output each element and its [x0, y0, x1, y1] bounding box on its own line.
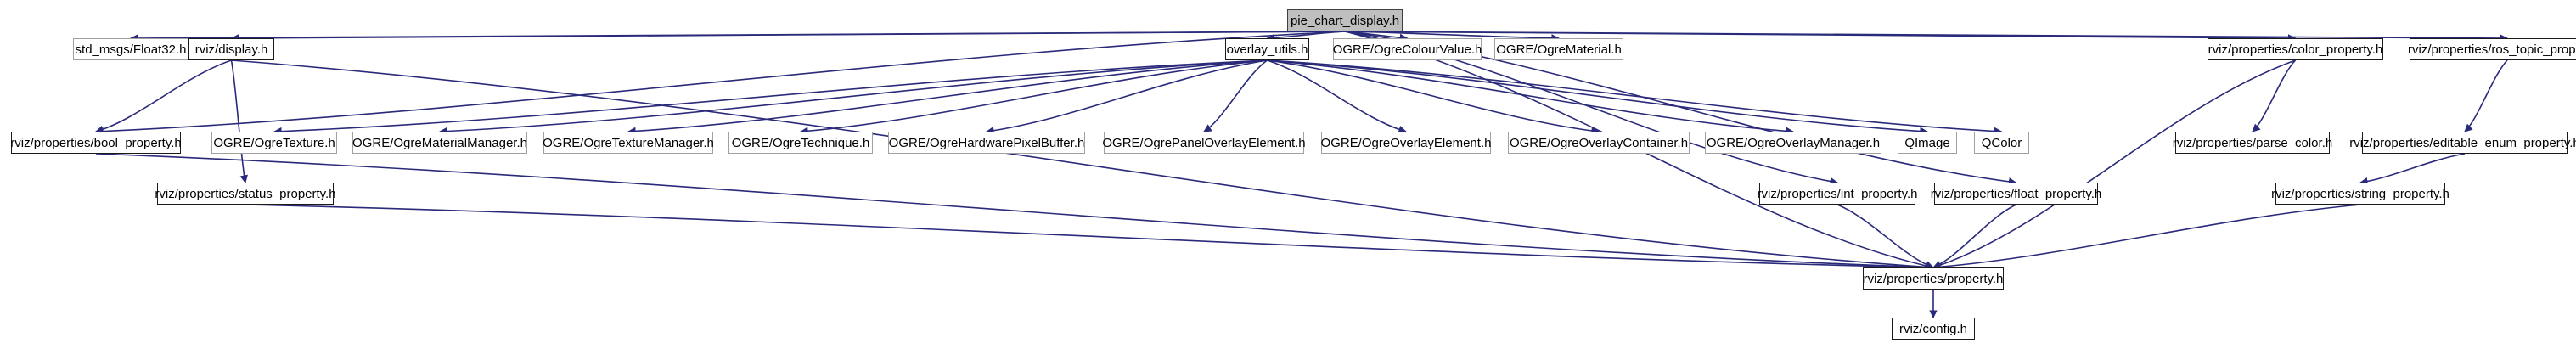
graph-node-label: rviz/properties/string_property.h: [2271, 186, 2449, 201]
graph-node-label: rviz/properties/color_property.h: [2208, 42, 2383, 57]
graph-edge-overlay_utils-to-matmanager: [439, 59, 1268, 136]
graph-edge-string_property-to-property: [1932, 204, 2361, 272]
graph-edge-overlay_utils-to-texmanager: [627, 59, 1268, 136]
graph-node-float_property[interactable]: rviz/properties/float_property.h: [1930, 183, 2102, 205]
graph-edge-overlay_utils-to-overlaymanager: [1267, 59, 1794, 136]
graph-node-string_property[interactable]: rviz/properties/string_property.h: [2271, 183, 2449, 205]
graph-node-matmanager[interactable]: OGRE/OgreMaterialManager.h: [352, 132, 527, 154]
graph-node-label: OGRE/OgreOverlayManager.h: [1706, 135, 1881, 150]
graph-node-qimage[interactable]: QImage: [1898, 132, 1957, 154]
graph-node-display[interactable]: rviz/display.h: [188, 38, 274, 60]
graph-edge-root-to-ros_topic: [1344, 31, 2508, 42]
graph-edge-overlay_utils-to-hwpixelbuffer: [986, 59, 1268, 135]
graph-node-label: OGRE/OgreMaterial.h: [1496, 42, 1622, 57]
graph-node-texmanager[interactable]: OGRE/OgreTextureManager.h: [543, 132, 714, 154]
graph-node-label: rviz/properties/bool_property.h: [10, 135, 182, 150]
graph-edge-ros_topic-to-editable_enum: [2464, 59, 2508, 132]
graph-node-property[interactable]: rviz/properties/property.h: [1863, 267, 2004, 290]
graph-edge-overlay_utils-to-overlaycontainer: [1267, 59, 1600, 135]
graph-edge-overlay_utils-to-qcolor: [1267, 59, 2003, 136]
graph-node-ogretechnique[interactable]: OGRE/OgreTechnique.h: [728, 132, 873, 154]
graph-node-hwpixelbuffer[interactable]: OGRE/OgreHardwarePixelBuffer.h: [888, 132, 1085, 154]
graph-node-qcolor[interactable]: QColor: [1974, 132, 2029, 154]
graph-edge-overlay_utils-to-qimage: [1267, 59, 1928, 136]
graph-node-overlaycontainer[interactable]: OGRE/OgreOverlayContainer.h: [1508, 132, 1690, 154]
graph-node-label: OGRE/OgreTechnique.h: [731, 135, 870, 150]
graph-node-label: OGRE/OgrePanelOverlayElement.h: [1102, 135, 1306, 150]
graph-node-ogrematerial[interactable]: OGRE/OgreMaterial.h: [1494, 38, 1623, 60]
graph-node-parse_color[interactable]: rviz/properties/parse_color.h: [2172, 132, 2333, 154]
graph-node-status_property[interactable]: rviz/properties/status_property.h: [155, 183, 336, 205]
graph-node-label: rviz/properties/parse_color.h: [2172, 135, 2333, 150]
graph-edge-overlay_utils-to-overlayelement: [1267, 59, 1407, 134]
graph-node-label: OGRE/OgreHardwarePixelBuffer.h: [888, 135, 1085, 150]
graph-edge-editable_enum-to-string_property: [2359, 153, 2466, 186]
graph-node-label: QImage: [1904, 135, 1950, 150]
graph-edge-root-to-display: [230, 31, 1346, 42]
graph-node-label: rviz/properties/editable_enum_property.h: [2349, 135, 2576, 150]
graph-node-label: QColor: [1981, 135, 2022, 150]
graph-edge-bool_property-to-property: [95, 153, 1934, 272]
graph-edge-display-to-property: [231, 59, 1934, 272]
graph-node-label: std_msgs/Float32.h: [75, 42, 187, 57]
graph-node-label: rviz/config.h: [1898, 321, 1968, 336]
graph-edge-int_property-to-property: [1836, 204, 1934, 269]
graph-node-label: pie_chart_display.h: [1290, 13, 1400, 28]
graph-node-overlay_utils[interactable]: overlay_utils.h: [1225, 38, 1309, 60]
graph-node-ogretexture[interactable]: OGRE/OgreTexture.h: [211, 132, 337, 154]
graph-node-bool_property[interactable]: rviz/properties/bool_property.h: [10, 132, 182, 154]
graph-edge-root-to-bool_property: [95, 31, 1346, 136]
graph-node-paneloverlay[interactable]: OGRE/OgrePanelOverlayElement.h: [1102, 132, 1306, 154]
graph-node-label: OGRE/OgreColourValue.h: [1332, 42, 1482, 57]
graph-node-overlayelement[interactable]: OGRE/OgreOverlayElement.h: [1321, 132, 1491, 154]
graph-edge-overlay_utils-to-ogretechnique: [800, 59, 1268, 136]
graph-edge-display-to-status_property: [230, 59, 248, 183]
graph-node-label: rviz/properties/int_property.h: [1757, 186, 1918, 201]
graph-edge-overlay_utils-to-paneloverlay: [1203, 59, 1268, 132]
graph-node-config[interactable]: rviz/config.h: [1892, 318, 1975, 340]
graph-edge-display-to-bool_property: [95, 59, 232, 134]
graph-node-label: OGRE/OgreMaterialManager.h: [352, 135, 527, 150]
graph-node-label: rviz/properties/status_property.h: [155, 186, 336, 201]
graph-node-label: overlay_utils.h: [1226, 42, 1308, 57]
graph-node-colourvalue[interactable]: OGRE/OgreColourValue.h: [1333, 38, 1482, 60]
graph-edge-root-to-overlay_utils: [1266, 31, 1346, 42]
graph-node-label: OGRE/OgreOverlayContainer.h: [1509, 135, 1689, 150]
graph-edge-overlay_utils-to-ogretexture: [273, 59, 1268, 136]
graph-node-label: rviz/display.h: [194, 42, 268, 57]
graph-node-editable_enum[interactable]: rviz/properties/editable_enum_property.h: [2349, 132, 2576, 154]
graph-edge-root-to-colourvalue: [1344, 31, 1409, 42]
graph-edge-float_property-to-property: [1932, 204, 2016, 269]
graph-node-label: rviz/properties/float_property.h: [1930, 186, 2102, 201]
graph-node-label: rviz/properties/ros_topic_property.h: [2408, 42, 2576, 57]
graph-node-ros_topic[interactable]: rviz/properties/ros_topic_property.h: [2408, 38, 2576, 60]
graph-node-root[interactable]: pie_chart_display.h: [1287, 9, 1403, 31]
graph-edge-root-to-color_property: [1344, 31, 2297, 42]
graph-node-label: OGRE/OgreOverlayElement.h: [1320, 135, 1492, 150]
graph-node-int_property[interactable]: rviz/properties/int_property.h: [1757, 183, 1918, 205]
graph-node-label: OGRE/OgreTexture.h: [213, 135, 335, 150]
graph-edge-color_property-to-property: [1932, 59, 2296, 269]
graph-node-label: rviz/properties/property.h: [1863, 271, 2004, 286]
graph-node-float32[interactable]: std_msgs/Float32.h: [73, 38, 188, 60]
graph-edge-root-to-float32: [130, 31, 1346, 42]
graph-edge-status_property-to-property: [245, 204, 1934, 272]
graph-edge-color_property-to-parse_color: [2252, 59, 2297, 132]
graph-node-color_property[interactable]: rviz/properties/color_property.h: [2208, 38, 2383, 60]
graph-node-overlaymanager[interactable]: OGRE/OgreOverlayManager.h: [1705, 132, 1881, 154]
graph-edge-root-to-ogrematerial: [1344, 31, 1560, 42]
graph-node-label: OGRE/OgreTextureManager.h: [543, 135, 714, 150]
